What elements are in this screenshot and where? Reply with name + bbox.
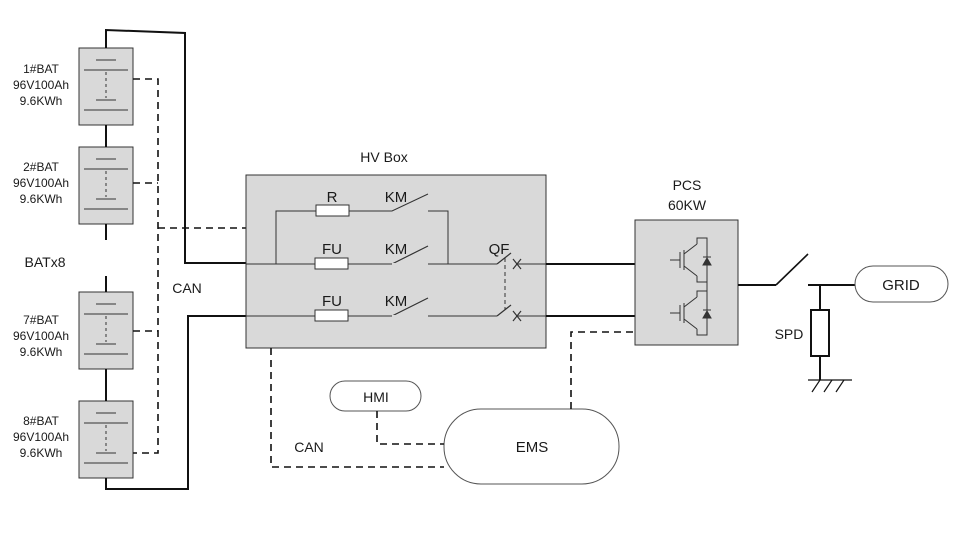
battery-7-spec: 96V100Ah	[13, 329, 69, 343]
battery-1	[78, 47, 134, 126]
fu-positive-label: FU	[322, 241, 342, 258]
resistor-r	[315, 204, 350, 217]
battery-1-energy: 9.6KWh	[20, 94, 63, 108]
pcs-power: 60KW	[668, 197, 707, 213]
spd-device	[810, 309, 830, 357]
hmi-node	[329, 380, 422, 412]
battery-8-energy: 9.6KWh	[20, 446, 63, 460]
fuse-positive	[314, 257, 349, 270]
igbt-upper	[670, 237, 712, 283]
battery-1-id: 1#BAT	[23, 62, 59, 76]
battery-2-spec: 96V100Ah	[13, 176, 69, 190]
pcs-title: PCS	[673, 177, 702, 193]
battery-2-energy: 9.6KWh	[20, 192, 63, 206]
hmi-label: HMI	[363, 389, 389, 405]
qf-breaker	[496, 252, 522, 322]
km-negative-label: KM	[385, 293, 408, 310]
dc-positive-wire	[105, 28, 246, 264]
can-label-left: CAN	[172, 280, 202, 296]
hmi-ems-link	[376, 411, 444, 445]
fu-negative-label: FU	[322, 293, 342, 310]
battery-1-spec: 96V100Ah	[13, 78, 69, 92]
fuse-negative	[314, 309, 349, 322]
battery-7-energy: 9.6KWh	[20, 345, 63, 359]
km-precharge-label: KM	[385, 189, 408, 206]
grid-label: GRID	[882, 277, 920, 294]
dc-negative-wire	[105, 315, 246, 490]
grid-node	[854, 265, 949, 303]
km-positive-switch	[391, 245, 429, 265]
ems-label: EMS	[516, 439, 549, 456]
km-positive-label: KM	[385, 241, 408, 258]
can-bus-hvbox-ems	[270, 348, 444, 468]
igbt-lower	[670, 282, 712, 336]
km-negative-switch	[391, 297, 429, 317]
ac-switch	[775, 253, 809, 286]
ground-icon	[808, 379, 852, 393]
hv-box	[245, 174, 547, 349]
can-bus-battery	[133, 78, 159, 454]
battery-2-id: 2#BAT	[23, 160, 59, 174]
battery-2	[78, 146, 134, 225]
battery-group-label: BATx8	[25, 254, 66, 270]
spd-label: SPD	[775, 326, 804, 342]
pcs-box	[634, 219, 739, 346]
battery-7	[78, 291, 134, 370]
hv-box-title: HV Box	[360, 149, 407, 165]
battery-7-id: 7#BAT	[23, 313, 59, 327]
battery-8-spec: 96V100Ah	[13, 430, 69, 444]
battery-8	[78, 400, 134, 479]
battery-8-id: 8#BAT	[23, 414, 59, 428]
qf-label: QF	[489, 241, 510, 258]
ems-pcs-link	[570, 331, 635, 409]
resistor-label: R	[327, 189, 338, 206]
ems-node	[443, 408, 620, 485]
can-label-bottom: CAN	[294, 439, 324, 455]
